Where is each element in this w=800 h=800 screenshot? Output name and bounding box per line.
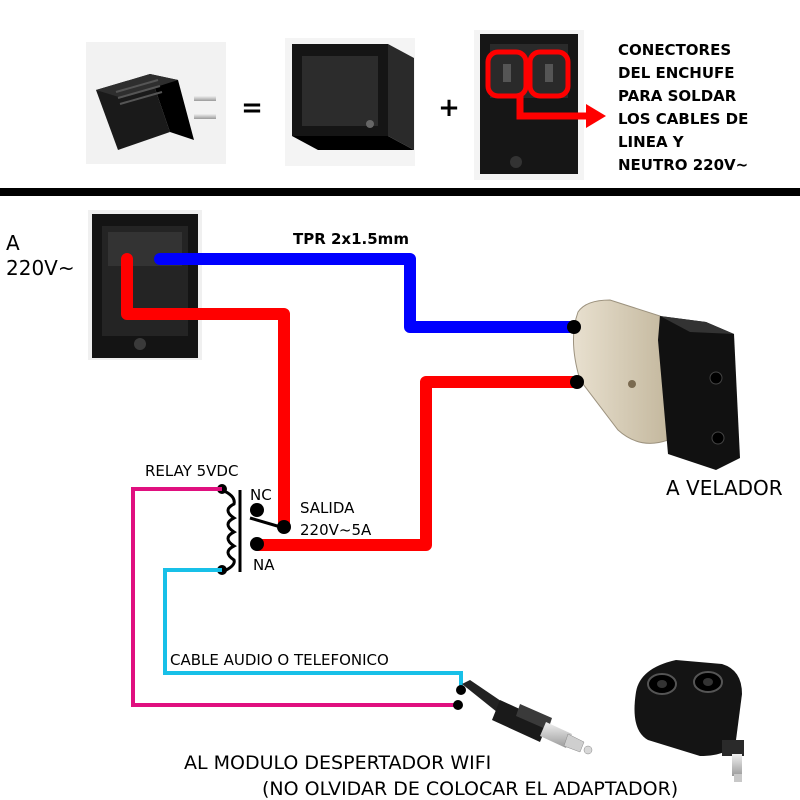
jack-splitter-icon	[634, 660, 744, 782]
empty-box-icon	[285, 38, 415, 166]
neutral-wire	[154, 253, 580, 333]
bottom-caption-line-1: AL MODULO DESPERTADOR WIFI	[184, 752, 491, 774]
relay-output-line-2: 220V~5A	[300, 521, 372, 539]
relay-title: RELAY 5VDC	[145, 462, 238, 480]
connector-note: CONECTORES DEL ENCHUFE PARA SOLDAR LOS C…	[618, 41, 748, 174]
relay-common-contact	[277, 520, 291, 534]
relay-nc-contact	[250, 503, 264, 517]
plug-box-photo	[88, 210, 202, 360]
connector-note-line-3: PARA SOLDAR	[618, 87, 737, 105]
connector-note-line-1: CONECTORES	[618, 41, 731, 59]
connector-note-line-4: LOS CABLES DE	[618, 110, 748, 128]
lamp-live-terminal	[570, 375, 584, 389]
lamp-neutral-terminal	[567, 320, 581, 334]
audio-cable-label: CABLE AUDIO O TELEFONICO	[170, 651, 389, 669]
jack-tip-terminal	[453, 700, 463, 710]
relay-na-contact	[250, 537, 264, 551]
bottom-caption-line-2: (NO OLVIDAR DE COLOCAR EL ADAPTADOR)	[262, 778, 678, 800]
box-connectors-icon	[474, 30, 584, 180]
audio-jack-icon	[462, 680, 593, 755]
lamp-socket-icon	[572, 299, 740, 470]
lamp-label: A VELADOR	[666, 476, 783, 500]
cyan-wire	[163, 568, 463, 690]
equals-sign: =	[241, 93, 263, 123]
mains-label-line-1: A	[6, 231, 20, 255]
live-wire-input	[121, 253, 290, 531]
connector-note-line-2: DEL ENCHUFE	[618, 64, 735, 82]
relay-output-line-1: SALIDA	[300, 499, 355, 517]
plus-sign: +	[438, 93, 460, 123]
cable-label: TPR 2x1.5mm	[293, 230, 409, 248]
plug-adapter-icon	[86, 42, 226, 164]
relay-nc-label: NC	[250, 486, 272, 504]
mains-label-line-2: 220V~	[6, 256, 75, 280]
arrow-right-icon	[516, 96, 606, 128]
magenta-wire	[131, 487, 458, 707]
separator-bar	[0, 188, 800, 196]
live-wire-output	[252, 376, 583, 551]
jack-sleeve-terminal	[456, 685, 466, 695]
connector-note-line-6: NEUTRO 220V~	[618, 156, 748, 174]
connector-note-line-5: LINEA Y	[618, 133, 685, 151]
relay-na-label: NA	[253, 556, 275, 574]
